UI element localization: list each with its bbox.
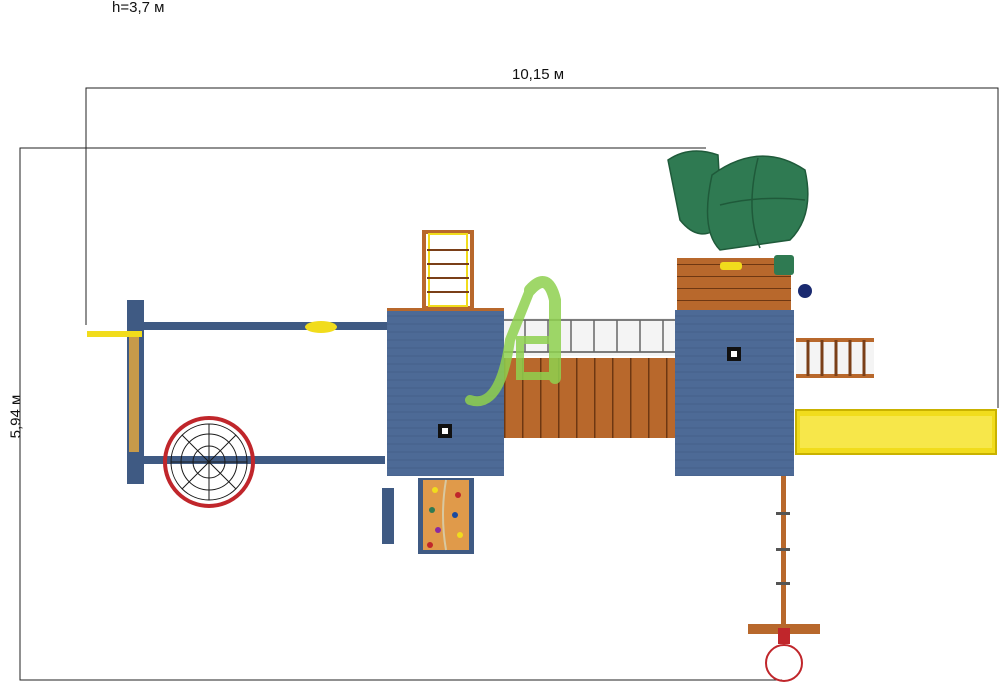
yellow-steering-wheel xyxy=(720,262,742,270)
basketball-ring xyxy=(765,644,803,682)
right-deck xyxy=(675,310,794,476)
swing-top-beam xyxy=(135,322,390,330)
left-deck xyxy=(387,310,504,476)
swing-bottom-beam xyxy=(135,456,385,464)
nest-swing xyxy=(163,416,255,508)
dimension-lines xyxy=(19,87,999,681)
left-tower xyxy=(387,308,504,476)
climbing-wall xyxy=(382,478,474,554)
right-tower xyxy=(675,255,812,476)
yellow-swing-seat xyxy=(87,331,142,337)
bridge-planks xyxy=(504,358,676,438)
green-binocular xyxy=(774,255,794,275)
height-label: h=3,7 м xyxy=(112,0,165,16)
depth-dimension-line xyxy=(19,147,782,681)
blue-knob xyxy=(798,284,812,298)
width-label: 10,15 м xyxy=(512,66,565,83)
climbing-wall-side-post xyxy=(382,488,394,544)
yellow-slide xyxy=(795,409,997,455)
pole-and-hoop xyxy=(748,476,820,682)
swing-inner-rail xyxy=(129,332,139,452)
left-tower-ladder xyxy=(422,230,474,310)
logo-watermark xyxy=(465,276,561,407)
bridge xyxy=(504,318,676,438)
yellow-swing-clamp xyxy=(305,321,337,333)
swing-frame xyxy=(87,300,390,508)
right-side-ladder xyxy=(796,338,874,378)
width-dimension-line xyxy=(85,87,999,408)
tube-slide xyxy=(667,150,809,251)
